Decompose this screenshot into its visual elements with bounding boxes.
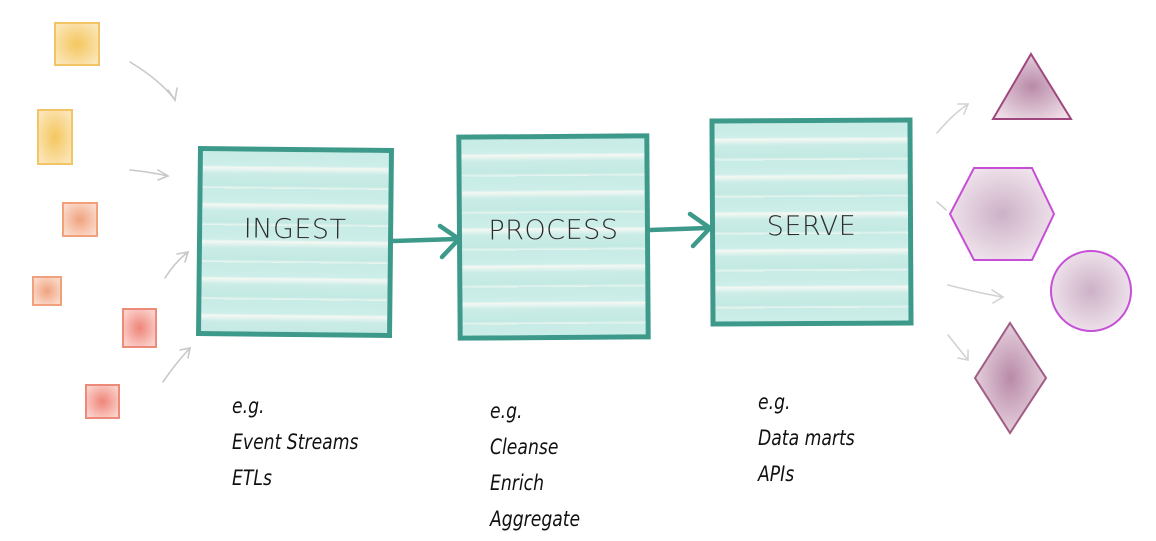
ingest-examples: e.g. Event Streams ETLs	[232, 388, 358, 496]
source-box-icon	[85, 384, 120, 419]
input-arrow-icon	[129, 169, 170, 181]
output-arrow-icon	[936, 201, 947, 211]
stage-box-serve: SERVE	[709, 117, 914, 327]
example-item: Aggregate	[490, 507, 581, 531]
examples-intro: e.g.	[758, 390, 791, 414]
source-box-icon	[32, 276, 62, 306]
input-arrow-icon	[129, 61, 178, 103]
output-arrow-icon	[947, 334, 969, 361]
example-item: Enrich	[490, 471, 545, 495]
example-item: APIs	[758, 462, 795, 486]
examples-intro: e.g.	[490, 399, 523, 423]
examples-intro: e.g.	[232, 394, 265, 418]
input-arrow-icon	[162, 346, 192, 383]
example-item: Event Streams	[232, 430, 359, 454]
stage-label-process: PROCESS	[488, 214, 619, 247]
connector-arrow-icon	[647, 211, 713, 249]
output-arrow-icon	[936, 103, 970, 134]
stage-box-ingest: INGEST	[196, 145, 394, 339]
source-box-icon	[54, 22, 100, 66]
output-arrow-icon	[947, 284, 1005, 304]
diamond-icon	[973, 321, 1048, 435]
hexagon-icon	[948, 167, 1056, 261]
serve-examples: e.g. Data marts APIs	[758, 384, 855, 492]
stage-label-serve: SERVE	[766, 210, 857, 243]
example-item: ETLs	[232, 466, 272, 490]
source-box-icon	[62, 202, 98, 237]
example-item: Data marts	[758, 426, 855, 450]
source-box-icon	[37, 109, 73, 165]
input-arrow-icon	[164, 250, 190, 279]
process-examples: e.g. Cleanse Enrich Aggregate	[490, 393, 580, 537]
stage-label-ingest: INGEST	[243, 213, 347, 246]
triangle-icon	[991, 52, 1073, 120]
circle-icon	[1050, 250, 1132, 332]
source-box-icon	[122, 308, 157, 348]
stage-box-process: PROCESS	[456, 133, 651, 341]
example-item: Cleanse	[490, 435, 559, 459]
connector-arrow-icon	[390, 223, 462, 260]
